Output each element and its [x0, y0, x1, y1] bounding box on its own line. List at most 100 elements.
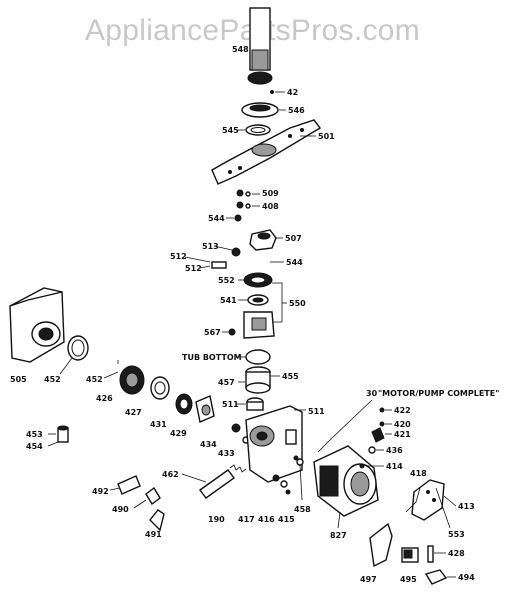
- label-452-b: 452: [86, 375, 103, 384]
- label-552: 552: [218, 276, 235, 285]
- part-431-seal: [175, 393, 193, 415]
- part-414-screw: [359, 463, 365, 469]
- label-507: 507: [285, 234, 302, 243]
- label-434: 434: [200, 440, 217, 449]
- label-544-a: 544: [208, 214, 225, 223]
- label-494: 494: [458, 573, 475, 582]
- motor-pump-complete-label: "MOTOR/PUMP COMPLETE": [378, 389, 499, 398]
- label-452-a: 452: [44, 375, 61, 384]
- label-505: 505: [10, 375, 27, 384]
- label-546: 546: [288, 106, 305, 115]
- part-housing: [243, 311, 275, 339]
- part-458-plug: [296, 458, 304, 466]
- label-513: 513: [202, 242, 219, 251]
- part-452-clamp: [67, 335, 89, 361]
- label-416: 416: [258, 515, 275, 524]
- label-42: 42: [287, 88, 298, 97]
- part-548-shaft: [247, 7, 273, 85]
- label-511-b: 511: [308, 407, 325, 416]
- part-428-pin: [427, 545, 434, 563]
- label-30: 30: [366, 389, 378, 398]
- label-501: 501: [318, 132, 335, 141]
- bracket-550: [272, 282, 283, 323]
- leader-553: [405, 487, 451, 529]
- label-433: 433: [218, 449, 235, 458]
- part-418-bracket: [411, 479, 445, 521]
- label-420: 420: [394, 420, 411, 429]
- label-511-a: 511: [222, 400, 239, 409]
- label-490: 490: [112, 505, 129, 514]
- part-416-grommet: [280, 480, 288, 488]
- motor-callout-leader: [317, 399, 373, 453]
- label-553: 553: [448, 530, 465, 539]
- label-190: 190: [208, 515, 225, 524]
- label-417: 417: [238, 515, 255, 524]
- label-544-b: 544: [286, 258, 303, 267]
- label-415: 415: [278, 515, 295, 524]
- part-436-grommet: [368, 446, 376, 454]
- label-491: 491: [145, 530, 162, 539]
- label-541: 541: [220, 296, 237, 305]
- part-505-filter-housing: [9, 287, 65, 363]
- part-417-washer: [272, 474, 280, 482]
- part-494-plate: [424, 569, 448, 585]
- label-428: 428: [448, 549, 465, 558]
- part-426-impeller: [117, 360, 145, 395]
- label-414: 414: [386, 462, 403, 471]
- label-455: 455: [282, 372, 299, 381]
- tub-bottom-label: TUB BOTTOM: [182, 353, 242, 362]
- label-512-a: 512: [170, 252, 187, 261]
- part-567-screw: [228, 328, 236, 336]
- part-420-nut: [379, 421, 385, 427]
- label-497: 497: [360, 575, 377, 584]
- label-413: 413: [458, 502, 475, 511]
- label-436: 436: [386, 446, 403, 455]
- label-495: 495: [400, 575, 417, 584]
- part-457-cup: [245, 366, 271, 394]
- part-513-gear: [231, 247, 241, 257]
- label-426: 426: [96, 394, 113, 403]
- part-541-ring: [247, 294, 269, 306]
- part-490-clip: [145, 486, 161, 506]
- label-422: 422: [394, 406, 411, 415]
- part-552-gasket: [243, 272, 273, 288]
- label-408: 408: [262, 202, 279, 211]
- label-431: 431: [150, 420, 167, 429]
- part-509-screw: [236, 189, 251, 197]
- part-421-clip: [371, 427, 385, 443]
- part-544-screw: [234, 214, 242, 222]
- label-453: 453: [26, 430, 43, 439]
- label-509: 509: [262, 189, 279, 198]
- part-501-spray-arm: [211, 119, 322, 185]
- label-512-b: 512: [185, 264, 202, 273]
- part-427-ring: [150, 376, 170, 400]
- part-motor: [313, 445, 379, 517]
- part-462-pipe: [199, 469, 235, 499]
- label-421: 421: [394, 430, 411, 439]
- part-434-seal: [231, 423, 241, 433]
- label-462: 462: [162, 470, 179, 479]
- part-42-screw: [270, 90, 274, 94]
- label-454: 454: [26, 442, 43, 451]
- part-491-bracket: [149, 509, 165, 532]
- label-429: 429: [170, 429, 187, 438]
- part-415-nut: [285, 489, 291, 495]
- label-458: 458: [294, 505, 311, 514]
- part-512-bushing: [211, 261, 227, 269]
- part-pump-housing: [245, 405, 303, 483]
- label-567: 567: [204, 328, 221, 337]
- part-408-washer: [236, 201, 251, 209]
- label-545: 545: [222, 126, 239, 135]
- part-495-solenoid: [401, 547, 419, 563]
- part-492-bracket: [117, 475, 141, 495]
- tub-bottom-opening: [245, 349, 271, 365]
- label-457: 457: [218, 378, 235, 387]
- part-497-bracket: [369, 522, 393, 568]
- label-418: 418: [410, 469, 427, 478]
- part-190-spring: [229, 464, 247, 473]
- part-453-fitting: [57, 425, 69, 443]
- label-427: 427: [125, 408, 142, 417]
- label-827: 827: [330, 531, 347, 540]
- part-429-hub: [195, 395, 215, 423]
